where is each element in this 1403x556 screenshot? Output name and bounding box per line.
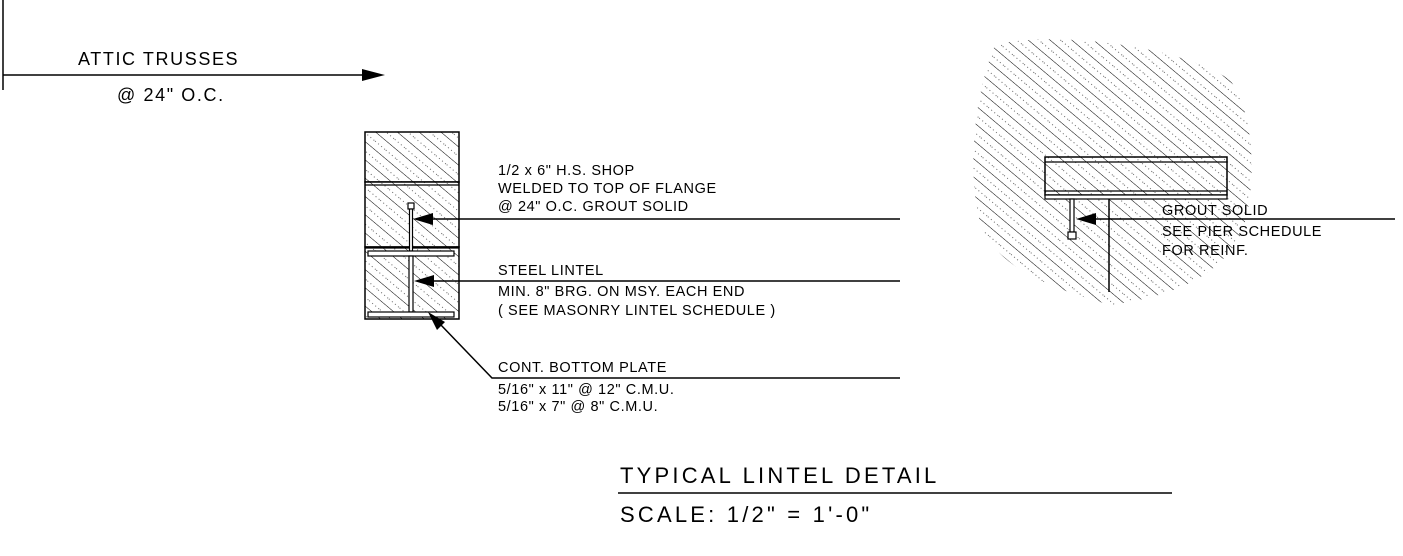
pier-label-line3: FOR REINF. bbox=[1162, 243, 1249, 259]
pier-label-line2: SEE PIER SCHEDULE bbox=[1162, 224, 1323, 240]
stud-leader bbox=[413, 213, 900, 225]
pier-beam-bottom-plate bbox=[1044, 194, 1228, 200]
lintel-label-line2: MIN. 8" BRG. ON MSY. EACH END bbox=[498, 284, 746, 300]
stud-label-line2: WELDED TO TOP OF FLANGE bbox=[498, 181, 717, 197]
plate-label-line3: 5/16" x 7" @ 8" C.M.U. bbox=[498, 399, 659, 415]
plate-leader-line bbox=[439, 323, 900, 379]
detail-scale: SCALE: 1/2" = 1'-0" bbox=[620, 502, 873, 527]
plate-leader bbox=[428, 312, 900, 379]
lintel-label-line3: ( SEE MASONRY LINTEL SCHEDULE ) bbox=[498, 303, 776, 319]
pier-stud-shank bbox=[1069, 198, 1075, 233]
attic-truss-callout bbox=[2, 0, 385, 90]
headed-stud-head bbox=[407, 202, 415, 210]
attic-truss-label-line2: @ 24" O.C. bbox=[117, 85, 225, 105]
stud-leader-arrowhead bbox=[413, 213, 433, 225]
lintel-web bbox=[408, 255, 414, 313]
lintel-bottom-plate bbox=[367, 311, 455, 318]
plate-label-line1: CONT. BOTTOM PLATE bbox=[498, 360, 667, 376]
attic-truss-label-line1: ATTIC TRUSSES bbox=[78, 49, 240, 69]
detail-title: TYPICAL LINTEL DETAIL bbox=[620, 463, 940, 488]
plate-leader-arrowhead bbox=[428, 312, 445, 330]
attic-truss-arrowhead bbox=[362, 69, 385, 81]
pier-label-line1: GROUT SOLID bbox=[1162, 203, 1269, 219]
upper-cmu-block bbox=[364, 131, 460, 183]
lintel-leader bbox=[414, 275, 900, 287]
pier-stud-head bbox=[1067, 231, 1077, 240]
lintel-leader-arrowhead bbox=[414, 275, 434, 287]
lintel-top-flange bbox=[367, 250, 455, 257]
pier-beam-box bbox=[1044, 156, 1228, 196]
grout-leader-arrowhead bbox=[1076, 213, 1096, 225]
pier-section bbox=[973, 39, 1395, 306]
headed-stud-shank bbox=[408, 208, 414, 252]
lintel-label-line1: STEEL LINTEL bbox=[498, 263, 604, 279]
stud-label-line1: 1/2 x 6" H.S. SHOP bbox=[498, 163, 635, 179]
plate-label-line2: 5/16" x 11" @ 12" C.M.U. bbox=[498, 382, 675, 398]
stud-label-line3: @ 24" O.C. GROUT SOLID bbox=[498, 199, 689, 215]
wall-section bbox=[364, 131, 460, 320]
